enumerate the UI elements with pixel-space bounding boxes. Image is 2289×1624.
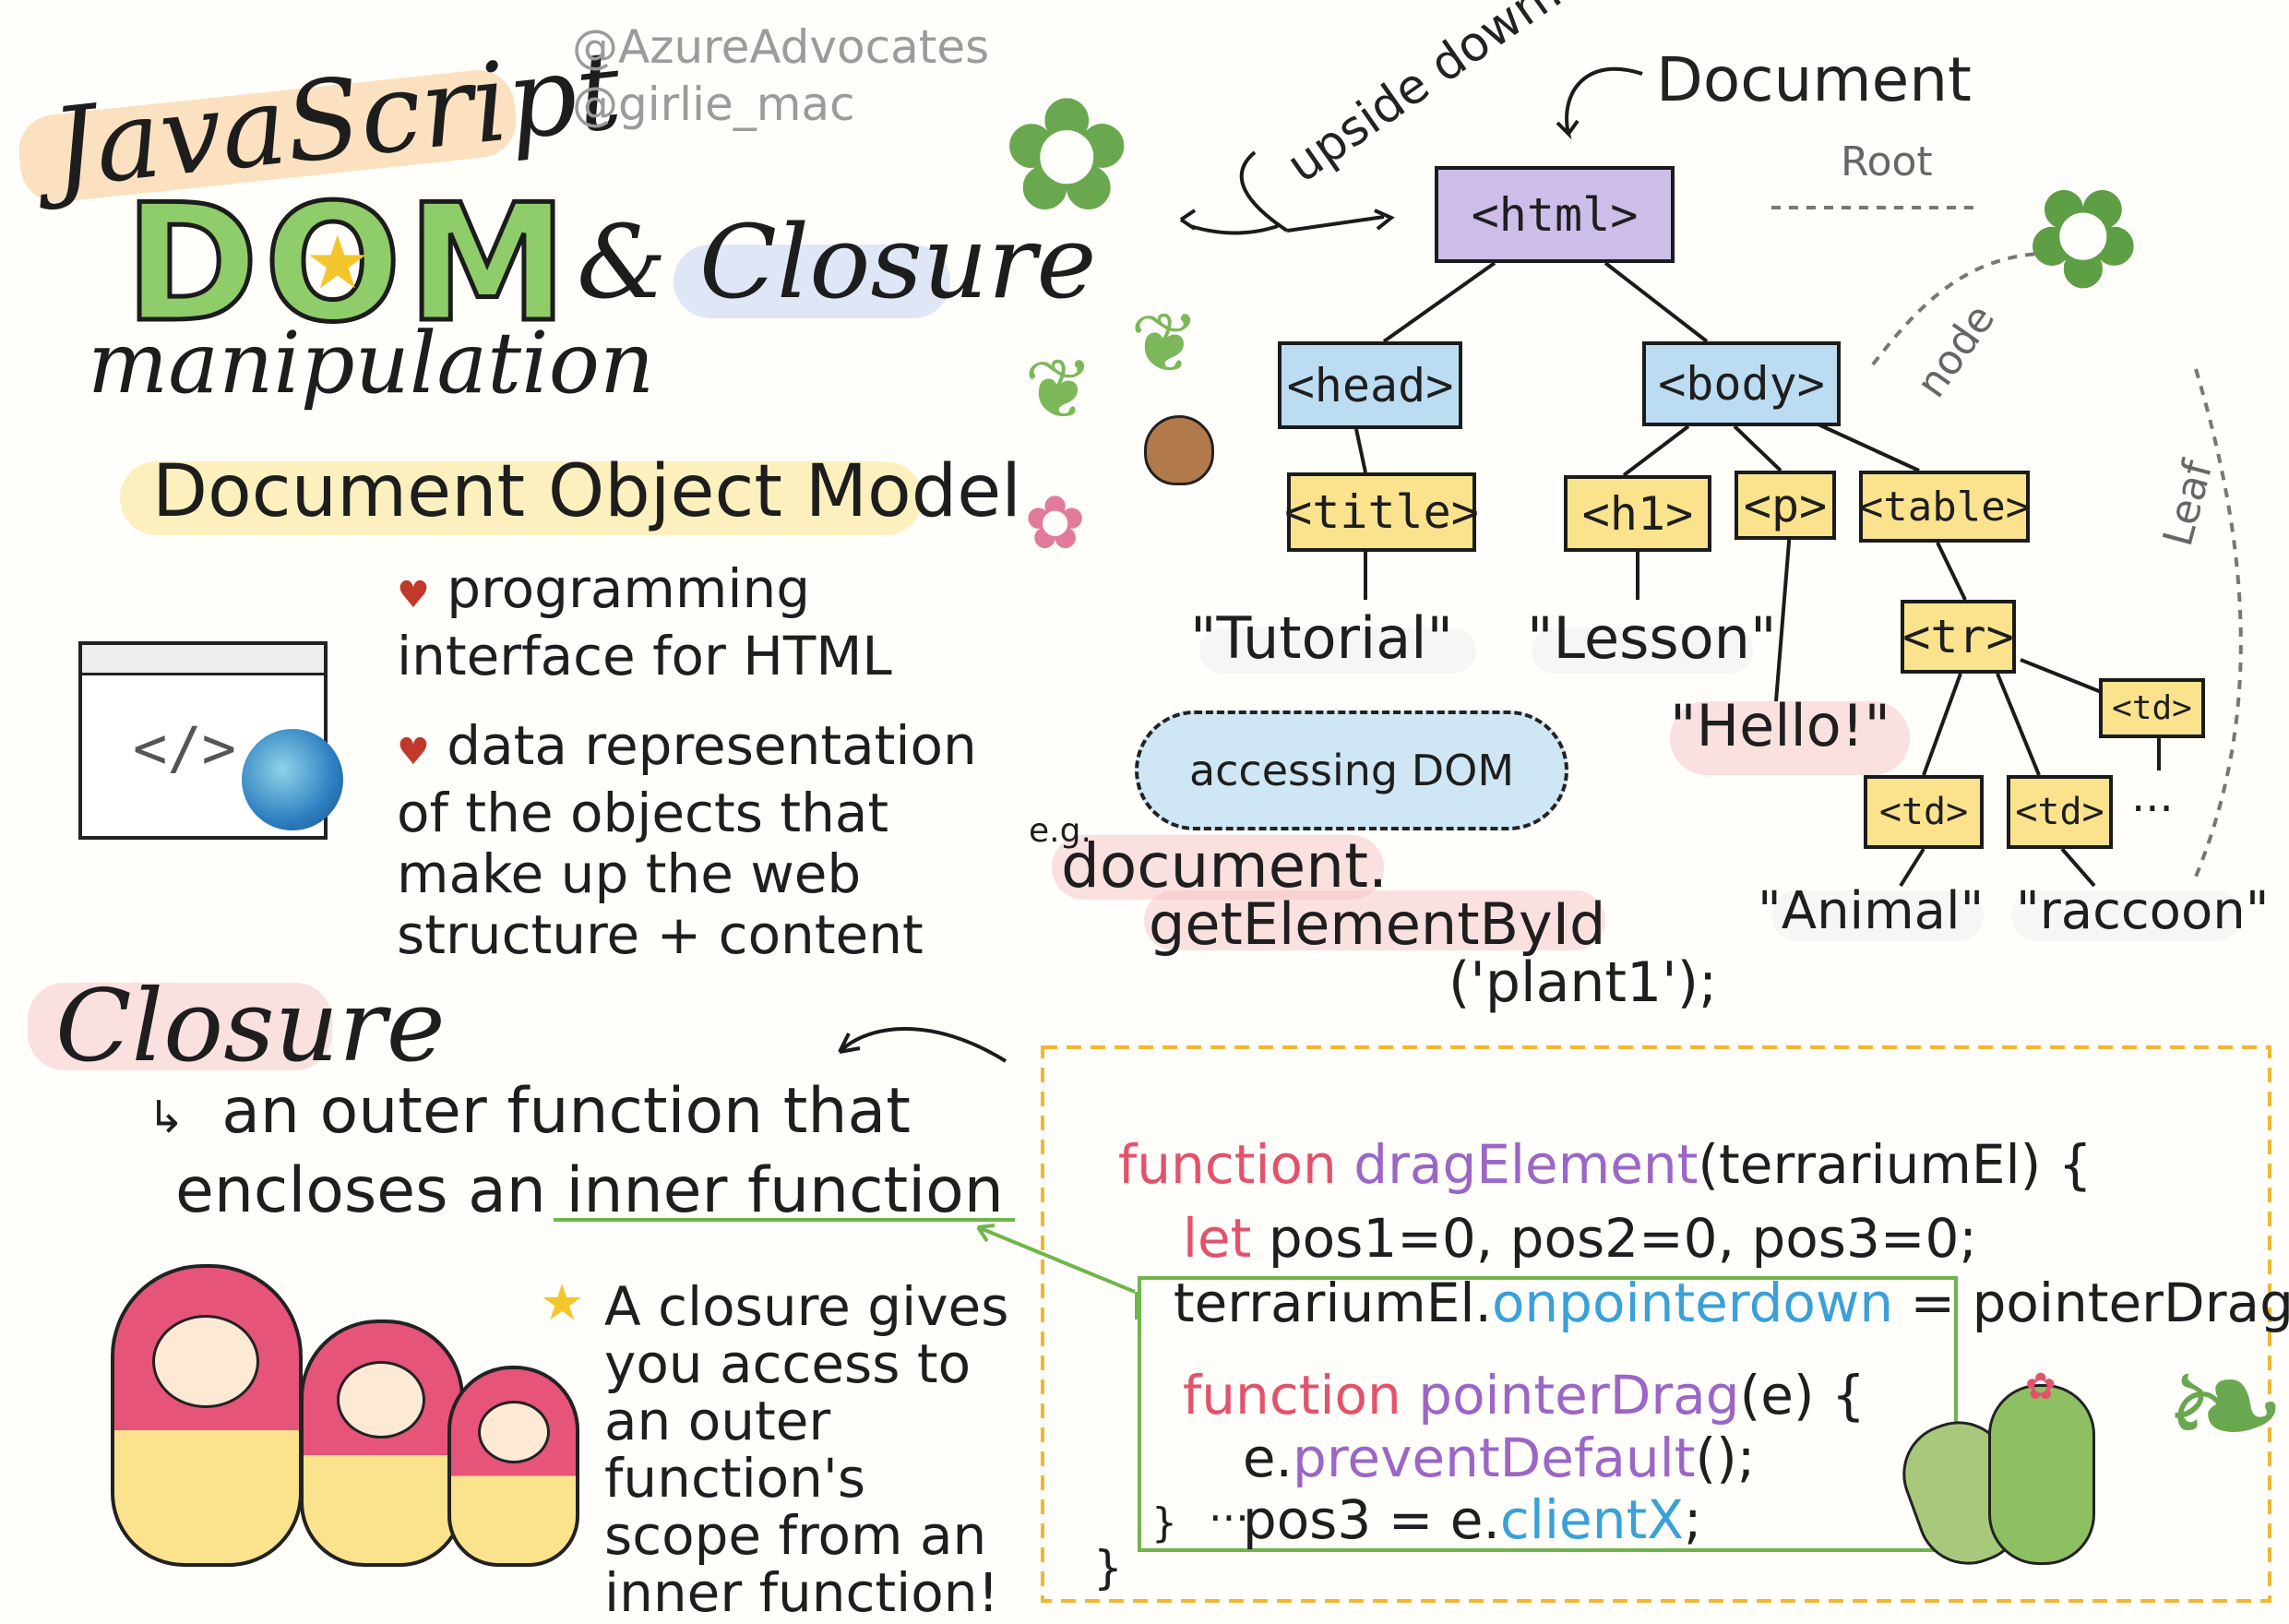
node-html: <html> (1435, 166, 1675, 263)
closure-def-part2: encloses an (175, 1154, 546, 1227)
code-line-1: function dragElement(terrariumEl) { (1084, 1070, 2092, 1196)
closure-def-part3: inner function (566, 1154, 1004, 1227)
tutorial-highlight (1199, 627, 1476, 674)
heart-icon: ♥ (397, 574, 430, 616)
heart-icon: ♥ (397, 731, 430, 773)
doll-small (447, 1366, 579, 1567)
code-line-3: terrariumEl.onpointerdown = pointerDrag; (1139, 1209, 2289, 1334)
and-closure-title: & Closure (577, 203, 1097, 321)
closure-heading-highlight (28, 983, 332, 1070)
dom-expansion-highlight (120, 461, 923, 535)
closure-title-highlight (674, 245, 950, 318)
dom-bullet-2-text: data representation of the objects that … (397, 714, 977, 966)
code-keyword: function (1182, 1364, 1401, 1427)
node-p: <p> (1735, 471, 1836, 540)
flower-icon: ✿ (1024, 480, 1087, 566)
dom-bullet-1-text: programming interface for HTML (397, 557, 892, 687)
eg-label: e.g. (1029, 812, 1091, 850)
plant1-code: ('plant1'); (1449, 950, 1718, 1015)
code-text: (e) { (1739, 1364, 1866, 1427)
text-lesson: "Lesson" (1527, 604, 1777, 672)
code-function-name: pointerDrag (1418, 1364, 1740, 1427)
node-td-2: <td> (2007, 775, 2113, 849)
return-arrow-icon: ↳ (148, 1092, 185, 1143)
manipulation-title: manipulation (88, 314, 655, 412)
closure-def-part1: an outer function that (221, 1075, 911, 1148)
acorn-icon (1144, 415, 1214, 485)
code-property: clientX (1499, 1488, 1684, 1551)
credits: @AzureAdvocates @girlie_mac (572, 18, 989, 133)
raccoon-highlight (2011, 890, 2242, 941)
leaf-icon: ❦ (1024, 341, 1094, 438)
accessing-dom-label: accessing DOM (1188, 746, 1515, 795)
code-text: e. (1242, 1427, 1293, 1489)
closure-heading: Closure (55, 969, 446, 1084)
leaf-icon: ❦ (1130, 295, 1200, 392)
node-h1: <h1> (1564, 475, 1711, 552)
edge-logo-icon (242, 729, 343, 830)
code-outer-close: } (1093, 1541, 1123, 1594)
document-code-highlight (1052, 835, 1384, 900)
root-label: Root (1841, 138, 1933, 185)
code-text: terrariumEl. (1173, 1272, 1492, 1334)
node-head: <head> (1278, 341, 1462, 429)
lesson-highlight (1532, 627, 1753, 674)
matryoshka-dolls-illustration (101, 1264, 581, 1578)
node-td-1: <td> (1864, 775, 1984, 849)
sprout-plant-icon: ✿ (1001, 65, 1133, 247)
dom-expansion: Document Object Model (152, 450, 1021, 533)
closure-note: A closure gives you access to an outer f… (604, 1275, 1009, 1624)
fern-icon: ❧ (2164, 1320, 2288, 1492)
credit-girlie-mac: @girlie_mac (572, 78, 855, 131)
code-line-2: let pos1=0, pos2=0, pos3=0; (1149, 1144, 1977, 1270)
code-function-name: dragElement (1353, 1133, 1699, 1196)
doll-large (111, 1264, 303, 1567)
getelementbyid-code: getElementById (1149, 890, 1606, 958)
dom-bullet-2: ♥ data representation of the objects tha… (397, 715, 1006, 965)
code-line-4: function pointerDrag(e) { (1149, 1301, 1866, 1427)
code-text: (terrariumEl) { (1698, 1133, 2092, 1196)
upside-down-plant-icon: ✿ (2025, 157, 2141, 317)
code-text: pos3 = e. (1242, 1488, 1500, 1551)
code-function-name: preventDefault (1293, 1427, 1696, 1489)
animal-highlight (1771, 890, 1984, 941)
sparkle-star-icon: ★ (540, 1273, 585, 1331)
node-body: <body> (1642, 341, 1841, 426)
node-td-3: <td> (2099, 678, 2205, 738)
closure-definition: ↳ an outer function that encloses an inne… (148, 1075, 1004, 1228)
node-tr: <tr> (1901, 600, 2016, 674)
code-inner-close: } (1151, 1499, 1177, 1546)
code-line-5: e.preventDefault(); (1209, 1364, 1755, 1489)
dom-title: DOM (122, 169, 574, 361)
code-line-7: ... (1209, 1481, 1249, 1531)
code-keyword: function (1117, 1133, 1337, 1196)
text-hello: "Hello!" (1670, 692, 1891, 759)
text-raccoon: "raccoon" (2016, 881, 2270, 941)
code-keyword: let (1182, 1207, 1252, 1270)
doll-medium (300, 1320, 464, 1567)
hello-highlight (1670, 701, 1910, 775)
getelement-highlight (1144, 890, 1605, 950)
code-text: (); (1695, 1427, 1756, 1489)
dom-bullet-1: ♥ programming interface for HTML (397, 558, 1043, 687)
credit-azure-advocates: @AzureAdvocates (572, 20, 990, 74)
code-line-6: pos3 = e.clientX; (1209, 1426, 1702, 1551)
code-text: = pointerDrag; (1910, 1272, 2289, 1334)
code-property: onpointerdown (1491, 1272, 1894, 1334)
star-icon: ★ (304, 220, 371, 305)
text-ellipsis: ... (2131, 770, 2174, 822)
accessing-dom-cloud: accessing DOM (1135, 710, 1568, 830)
node-title: <title> (1284, 472, 1479, 552)
node-table: <table> (1859, 471, 2030, 543)
document-code: document. (1061, 830, 1388, 902)
code-text: pos1=0, pos2=0, pos3=0; (1268, 1207, 1977, 1270)
text-tutorial: "Tutorial" (1190, 604, 1453, 672)
cactus-illustration: ✿ (1888, 1366, 2113, 1580)
document-label: Document (1656, 44, 1972, 115)
code-text: ; (1683, 1488, 1702, 1551)
text-animal: "Animal" (1758, 881, 1985, 941)
